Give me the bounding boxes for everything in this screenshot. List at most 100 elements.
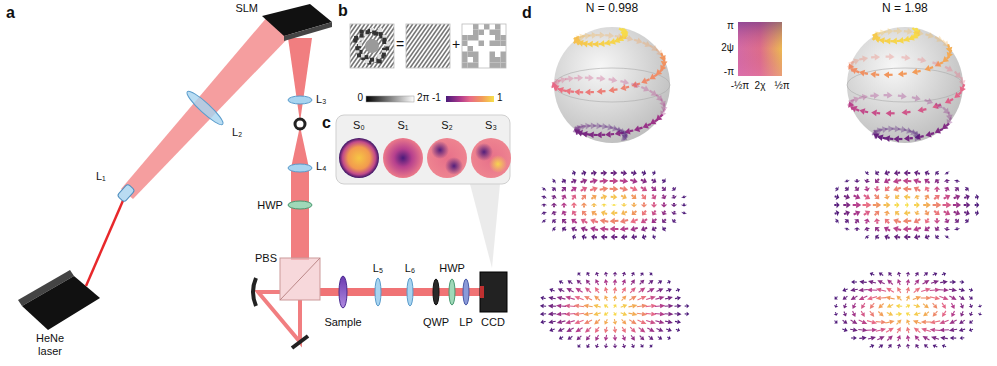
sample-symbol (339, 276, 347, 308)
polarization-field (597, 327, 599, 329)
polarization-field (655, 321, 659, 322)
colorbar-tick: 0 (357, 92, 363, 104)
polarization-field (843, 296, 847, 300)
polarization-field (928, 32, 934, 39)
polarization-field (881, 297, 887, 298)
polarization-field (854, 303, 855, 305)
polarization-field (877, 112, 881, 115)
polarization-field (915, 335, 920, 340)
polarization-field (540, 28, 982, 349)
polarization-field (904, 130, 907, 131)
stokes-label: S₀ (353, 119, 365, 132)
polarization-field (629, 313, 633, 315)
hologram-pattern (365, 59, 369, 63)
polarization-field (902, 56, 906, 59)
polarization-field (897, 272, 901, 275)
polarization-field (971, 329, 973, 331)
polarization-field (582, 133, 585, 134)
polarization-field (548, 304, 553, 309)
polarization-field (606, 306, 608, 307)
polarization-field (577, 42, 579, 45)
polarization-field (834, 305, 838, 308)
polarization-field (906, 279, 911, 283)
polarization-field (608, 32, 614, 39)
polarization-field (852, 304, 856, 309)
polarization-field (591, 211, 596, 216)
polarization-field (924, 272, 928, 276)
polarization-field (835, 312, 837, 313)
polarization-field (914, 234, 918, 240)
polarization-field (879, 272, 883, 276)
hologram-pattern (495, 30, 501, 36)
hologram-pattern (446, 24, 450, 68)
polarization-field (671, 211, 677, 214)
polarization-field (652, 187, 654, 189)
polarization-field (581, 181, 584, 182)
polarization-field (559, 280, 563, 284)
polarization-field (913, 298, 917, 299)
polarization-field (565, 296, 571, 300)
iris-symbol (295, 119, 305, 129)
polarization-field (898, 172, 901, 174)
polarization-field (674, 220, 675, 221)
polarization-field (835, 321, 836, 322)
polarization-field (914, 211, 920, 215)
polarization-field (657, 329, 660, 330)
polarization-field (940, 62, 943, 64)
polarization-field (634, 125, 640, 131)
polarization-field (622, 194, 627, 200)
polarization-field (623, 186, 629, 192)
polarization-field (864, 195, 867, 197)
hologram-pattern (462, 63, 468, 69)
hologram-pattern (490, 52, 496, 58)
polarization-field (598, 299, 600, 301)
polarization-field (843, 320, 847, 324)
polarization-field (848, 103, 851, 106)
polarization-field (645, 41, 651, 47)
hologram-pattern (378, 28, 382, 32)
polarization-field (898, 339, 899, 341)
polarization-field (610, 180, 614, 182)
polarization-field (956, 228, 958, 229)
polarization-field (642, 178, 647, 184)
polarization-field (963, 84, 965, 87)
polarization-field (891, 290, 894, 292)
polarization-field (933, 62, 936, 63)
polarization-field (601, 196, 604, 199)
polarization-field (951, 304, 955, 309)
color-legend-square (738, 22, 782, 76)
polarization-field (964, 211, 966, 214)
polarization-field (926, 34, 929, 35)
polarization-field (862, 56, 868, 63)
polarization-field (969, 313, 973, 316)
polarization-field (586, 272, 590, 276)
polarization-field (962, 311, 964, 313)
polarization-field (963, 329, 966, 331)
polarization-field (933, 304, 938, 309)
polarization-field (903, 218, 908, 224)
polarization-field (950, 117, 952, 120)
polarization-field (848, 61, 854, 67)
polarization-field (928, 172, 930, 175)
polarization-field (595, 228, 598, 231)
polarization-field (632, 178, 637, 184)
polarization-field (924, 344, 928, 348)
polarization-field (942, 312, 946, 317)
polarization-field (866, 202, 871, 208)
polarization-field (940, 129, 943, 131)
polarization-field (574, 312, 579, 317)
polarization-field (836, 194, 840, 200)
polarization-field (641, 226, 646, 232)
polarization-field (561, 202, 567, 205)
polarization-field (630, 291, 632, 293)
polarization-field (945, 67, 948, 69)
polarization-field (859, 108, 865, 115)
polarization-field (613, 272, 618, 275)
polarization-field (597, 77, 601, 80)
polarization-field (887, 92, 893, 99)
polarization-field (876, 222, 878, 224)
polarization-field (551, 85, 553, 88)
polarization-field (925, 219, 931, 224)
polarization-field (903, 178, 908, 184)
polarization-field (621, 306, 624, 307)
